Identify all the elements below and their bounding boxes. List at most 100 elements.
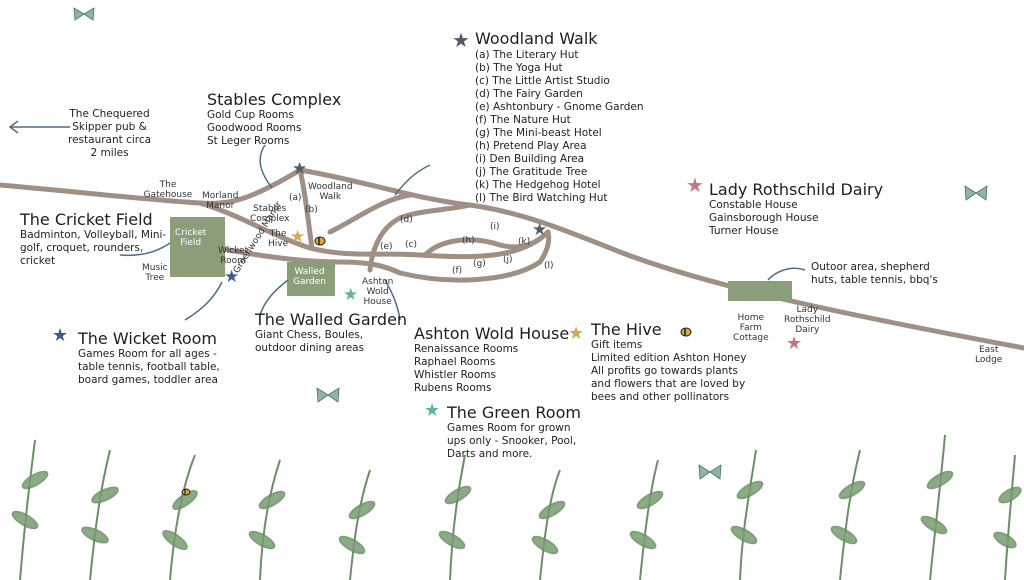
list-item: Giant Chess, Boules, bbox=[255, 329, 364, 341]
label-line: Woodland bbox=[308, 182, 353, 192]
map-label-cricket-field: Cricket Field bbox=[175, 228, 206, 248]
woodland-walk-legend: Woodland Walk (a) The Literary Hut (b) T… bbox=[475, 29, 644, 205]
fern-9 bbox=[739, 449, 757, 580]
fern-11 bbox=[929, 434, 946, 580]
list-item: (k) The Hedgehog Hotel bbox=[475, 179, 601, 191]
leaf bbox=[348, 500, 376, 520]
label-line: Home bbox=[737, 313, 765, 323]
label-line: Dairy bbox=[795, 325, 820, 335]
arrow-wicket bbox=[184, 281, 223, 321]
road-gatehouse-hive bbox=[197, 200, 551, 260]
list-item: (l) The Bird Watching Hut bbox=[475, 192, 608, 204]
list-item: golf, croquet, rounders, bbox=[20, 242, 144, 254]
label-line: Stables bbox=[253, 204, 287, 214]
marker-b: (b) bbox=[305, 205, 318, 215]
fern-1 bbox=[19, 439, 36, 580]
note-line: restaurant circa bbox=[68, 134, 152, 146]
walled-garden-building bbox=[287, 262, 335, 296]
label-line: Hive bbox=[268, 239, 289, 249]
green-room-legend-star-icon: ★ bbox=[424, 400, 441, 421]
outdoor-area-note: Outoor area, shepherd huts, table tennis… bbox=[811, 261, 938, 287]
map-label-home-farm-cottage: Home Farm Cottage bbox=[733, 313, 769, 343]
label-line: Walk bbox=[319, 192, 342, 202]
leaf bbox=[531, 535, 559, 555]
road-woodland-a bbox=[327, 192, 413, 235]
map-label-the-hive: The Hive bbox=[268, 229, 288, 249]
marker-h: (h) bbox=[462, 236, 475, 246]
stables-complex-legend: Stables Complex Gold Cup Rooms Goodwood … bbox=[207, 90, 341, 148]
woodland-walk-list: (a) The Literary Hut (b) The Yoga Hut (c… bbox=[475, 49, 644, 205]
cricket-field-legend: The Cricket Field Badminton, Volleyball,… bbox=[20, 210, 166, 268]
woodland-walk-star-icon: ★ bbox=[452, 28, 470, 52]
map-label-gatehouse: The Gatehouse bbox=[143, 180, 193, 200]
ashton-map-star-icon: ★ bbox=[343, 285, 359, 305]
label-line: Complex bbox=[250, 214, 290, 224]
label-line: House bbox=[363, 297, 392, 307]
leaf bbox=[838, 480, 866, 500]
note-line: Outoor area, shepherd bbox=[811, 261, 930, 273]
list-item: St Leger Rooms bbox=[207, 135, 290, 147]
marker-a: (a) bbox=[289, 193, 302, 203]
arrow-ashton bbox=[384, 279, 401, 321]
list-item: Gift items bbox=[591, 339, 643, 351]
bee-body bbox=[680, 327, 692, 337]
marker-f: (f) bbox=[452, 266, 463, 276]
wicket-room-legend: The Wicket Room Games Room for all ages … bbox=[78, 329, 220, 387]
label-line: Lodge bbox=[975, 355, 1003, 365]
fern-3 bbox=[169, 454, 196, 580]
arrow-cricket bbox=[119, 242, 171, 257]
note-line: Skipper pub & bbox=[72, 121, 147, 133]
bee-icon bbox=[314, 236, 326, 246]
list-item: (d) The Fairy Garden bbox=[475, 88, 583, 100]
fern-12 bbox=[1004, 454, 1016, 580]
list-item: ups only - Snooker, Pool, bbox=[447, 435, 577, 447]
map-label-morland-manor: Morland Manor bbox=[202, 191, 238, 211]
road-woodland-b bbox=[367, 202, 473, 273]
bee-body bbox=[181, 488, 191, 496]
list-item: All profits go towards plants bbox=[591, 365, 738, 377]
marker-e: (e) bbox=[380, 242, 393, 252]
woodland-end-star-icon: ★ bbox=[532, 220, 548, 240]
arrow-stables bbox=[259, 144, 273, 189]
marker-k: (k) bbox=[518, 237, 531, 247]
list-item: Turner House bbox=[709, 225, 779, 237]
map-label-ashton-wold-house: Ashton Wold House bbox=[362, 277, 393, 307]
list-item: (h) Pretend Play Area bbox=[475, 140, 587, 152]
arrows bbox=[8, 120, 806, 321]
arrow-outdoor bbox=[767, 267, 806, 281]
marker-l: (l) bbox=[544, 261, 554, 271]
list-item: Goodwood Rooms bbox=[207, 122, 302, 134]
map-label-east-lodge: East Lodge bbox=[975, 345, 1002, 365]
list-item: Badminton, Volleyball, Mini- bbox=[20, 229, 167, 241]
label-line: Tree bbox=[145, 273, 165, 283]
leaf bbox=[629, 530, 657, 550]
list-item: Raphael Rooms bbox=[414, 356, 496, 368]
note-line: huts, table tennis, bbq's bbox=[811, 274, 938, 286]
road-woodland-c bbox=[422, 229, 551, 258]
label-line: Cottage bbox=[733, 333, 769, 343]
leaf bbox=[162, 529, 188, 551]
label-line: Room bbox=[220, 256, 246, 266]
list-item: Limited edition Ashton Honey bbox=[591, 352, 747, 364]
list-item: board games, toddler area bbox=[78, 374, 218, 386]
list-item: (j) The Gratitude Tree bbox=[475, 166, 588, 178]
marker-j: (j) bbox=[503, 255, 513, 265]
leaf bbox=[730, 525, 758, 545]
fern-2 bbox=[89, 449, 111, 580]
label-line: Walled bbox=[294, 267, 325, 277]
wing bbox=[964, 185, 988, 201]
road-stables-spur bbox=[297, 167, 315, 251]
fern-5 bbox=[349, 469, 371, 580]
label-line: Lady bbox=[796, 305, 819, 315]
label-line: Manor bbox=[206, 201, 235, 211]
fern-6 bbox=[449, 454, 466, 580]
cricket-field-title: The Cricket Field bbox=[20, 210, 153, 229]
list-item: Gainsborough House bbox=[709, 212, 819, 224]
list-item: (g) The Mini-beast Hotel bbox=[475, 127, 602, 139]
leaf bbox=[438, 530, 466, 550]
list-item: (f) The Nature Hut bbox=[475, 114, 571, 126]
list-item: (b) The Yoga Hut bbox=[475, 62, 563, 74]
list-item: Rubens Rooms bbox=[414, 382, 492, 394]
woodland-walk-title: Woodland Walk bbox=[475, 29, 598, 48]
